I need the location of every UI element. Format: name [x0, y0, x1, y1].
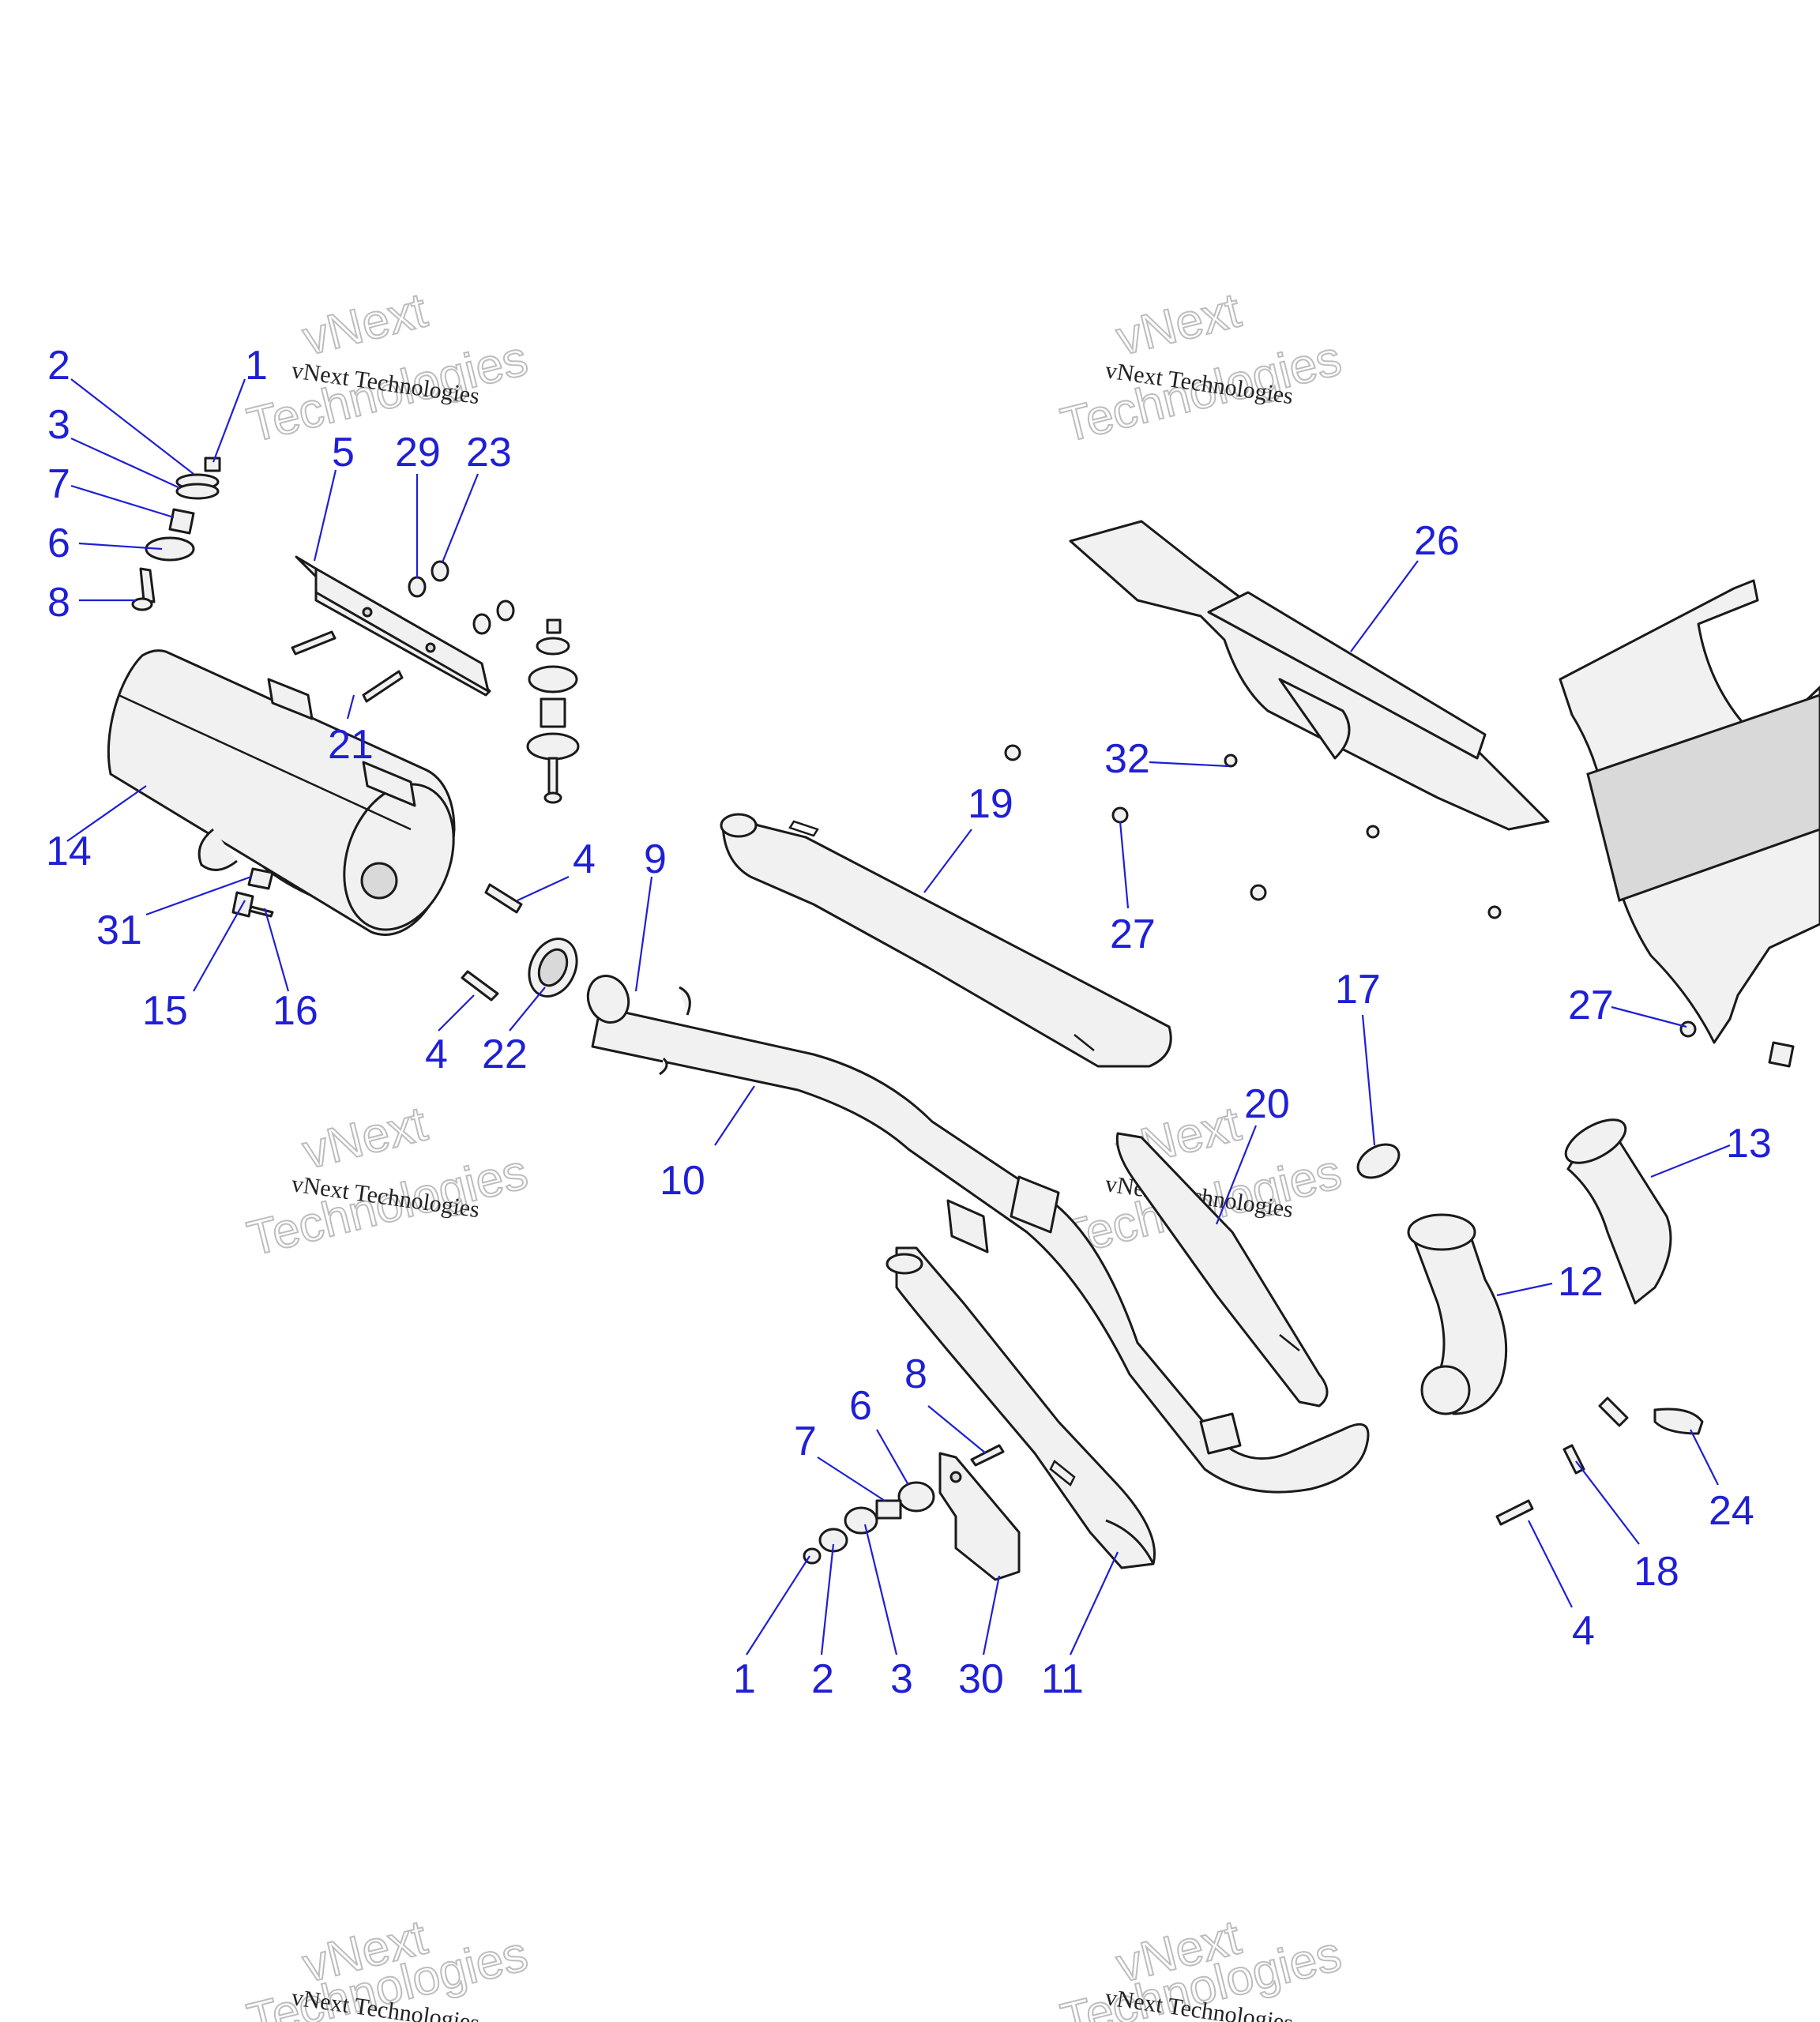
- callout-18: 18: [1634, 1549, 1679, 1595]
- exhaust-spring-1: [484, 883, 523, 914]
- callout-26: 26: [1414, 518, 1460, 564]
- isolator-stack: [291, 560, 580, 804]
- callout-1: 1: [733, 1656, 756, 1702]
- callout-3: 3: [47, 402, 70, 448]
- watermark-text: vNext: [1111, 283, 1246, 366]
- header-elbow-13: [1564, 1118, 1672, 1305]
- exhaust-gasket: [528, 938, 578, 998]
- callout-32: 32: [1104, 736, 1150, 782]
- callout-19: 19: [968, 781, 1013, 827]
- header-elbow: [1407, 1213, 1508, 1415]
- callout-22: 22: [482, 1032, 528, 1077]
- callout-6: 6: [47, 521, 70, 566]
- leader-lines: [66, 378, 1731, 1656]
- callout-16: 16: [273, 988, 318, 1034]
- callout-7: 7: [794, 1419, 817, 1464]
- heat-shield-26: [1069, 520, 1550, 831]
- heat-shield-upper: [720, 813, 1172, 1068]
- head-pipe: [586, 975, 1370, 1494]
- exhaust-spring-3: [1495, 1499, 1534, 1526]
- heat-shield-lower: [886, 1246, 1156, 1569]
- mount-bracket-30: [803, 1444, 1021, 1581]
- callout-31: 31: [96, 908, 142, 953]
- callout-14: 14: [46, 829, 92, 874]
- muffler: [107, 649, 456, 936]
- watermark-text: vNext: [298, 1096, 432, 1179]
- callout-30: 30: [958, 1656, 1004, 1702]
- callout-8: 8: [47, 580, 70, 626]
- callout-6: 6: [849, 1383, 872, 1429]
- callout-2: 2: [47, 343, 70, 389]
- callout-10: 10: [660, 1158, 705, 1204]
- callout-11: 11: [1041, 1656, 1084, 1702]
- callout-13: 13: [1726, 1121, 1772, 1167]
- watermark-top-right: vNext Technologies vNext Technologies: [1055, 282, 1348, 453]
- callout-15: 15: [142, 988, 188, 1034]
- callout-12: 12: [1558, 1259, 1604, 1305]
- watermark-bottom-left: vNext Technologies vNext Technologies: [242, 1909, 534, 2022]
- callout-3: 3: [890, 1656, 913, 1702]
- callout-4: 4: [573, 836, 596, 882]
- callout-24: 24: [1709, 1488, 1754, 1534]
- muffler-bracket: [295, 555, 491, 697]
- exhaust-spring-2: [461, 970, 499, 1002]
- callout-27: 27: [1110, 911, 1156, 957]
- watermark-top-left: vNext Technologies vNext Technologies: [242, 282, 534, 453]
- mount-hardware-stack-upper: [131, 457, 221, 611]
- callout-21: 21: [328, 722, 374, 768]
- heat-shield-20: [1115, 1132, 1329, 1408]
- watermark-bottom-right: vNext Technologies vNext Technologies: [1055, 1909, 1348, 2022]
- callout-17: 17: [1335, 967, 1381, 1013]
- callout-1: 1: [245, 343, 268, 389]
- callouts: 1 2 3 7 6 8 5 29 23 26 21 14 4 9 19 32 2…: [46, 343, 1772, 1702]
- callout-8: 8: [904, 1351, 927, 1397]
- callout-5: 5: [332, 430, 355, 475]
- callout-2: 2: [811, 1656, 834, 1702]
- watermark-text: vNext: [298, 283, 432, 366]
- callout-7: 7: [47, 461, 70, 507]
- callout-4: 4: [1572, 1608, 1595, 1654]
- callout-4: 4: [425, 1032, 448, 1077]
- callout-20: 20: [1244, 1081, 1290, 1127]
- callout-23: 23: [466, 430, 512, 475]
- callout-29: 29: [395, 430, 441, 475]
- heat-shield-right: [1559, 579, 1820, 1044]
- watermark-middle-left: vNext Technologies vNext Technologies: [242, 1096, 534, 1267]
- fasteners: [231, 744, 1795, 1475]
- callout-9: 9: [644, 836, 667, 882]
- callout-27: 27: [1568, 983, 1614, 1028]
